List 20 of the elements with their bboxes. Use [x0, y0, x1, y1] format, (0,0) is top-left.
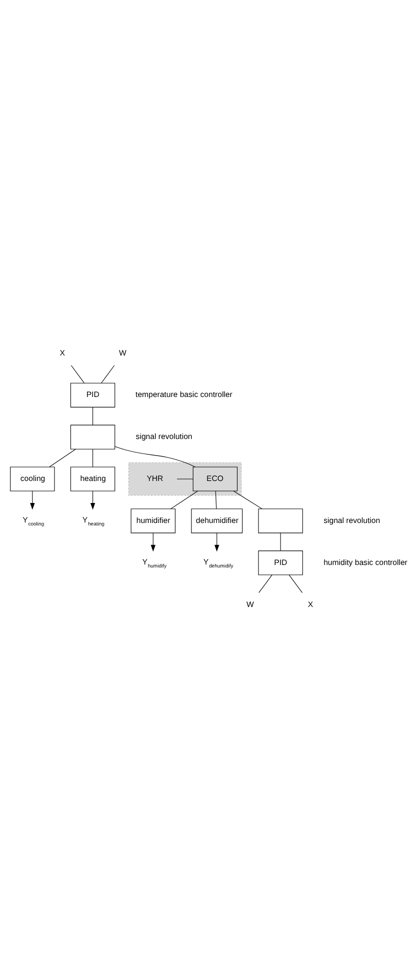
- node-box: [258, 508, 303, 534]
- connector: [70, 365, 85, 384]
- cluster: [128, 462, 242, 496]
- connector: [49, 448, 76, 468]
- connector: [100, 365, 115, 384]
- arrow: [214, 532, 220, 552]
- connector: [114, 446, 196, 468]
- connector: [176, 478, 194, 480]
- node-box: [70, 424, 116, 450]
- connector: [170, 490, 198, 510]
- connector: [258, 574, 272, 593]
- connector: [233, 490, 262, 510]
- connector: [215, 490, 217, 510]
- connector: [280, 532, 281, 552]
- arrow: [30, 490, 35, 510]
- arrow: [150, 532, 156, 552]
- connector: [92, 448, 94, 468]
- connector: [92, 407, 94, 426]
- connector: [288, 574, 303, 593]
- arrow: [90, 490, 96, 510]
